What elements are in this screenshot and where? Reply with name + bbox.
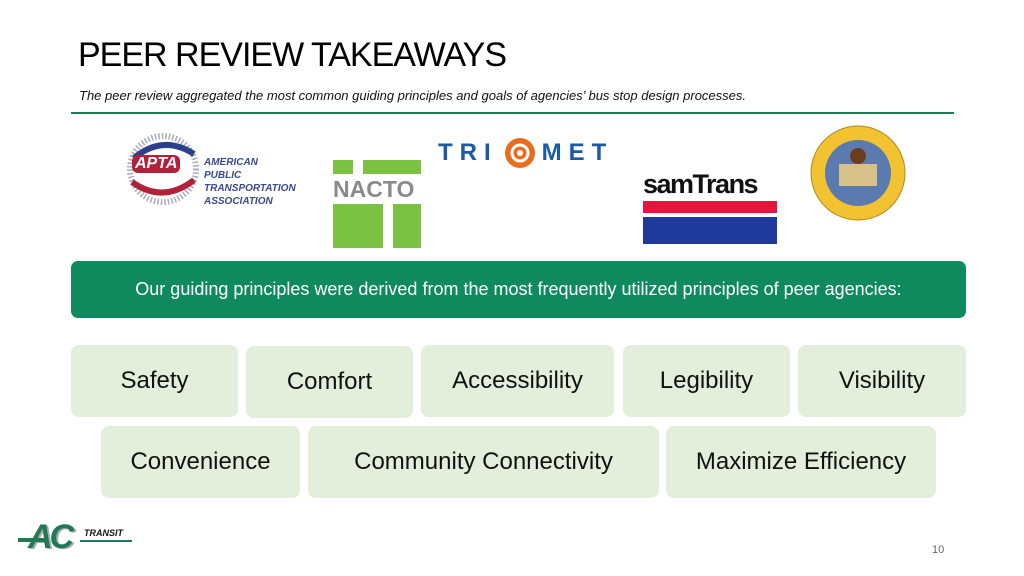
principle-safety: Safety xyxy=(71,345,238,417)
guiding-principles-banner: Our guiding principles were derived from… xyxy=(71,261,966,318)
apta-logo: APTA AMERICAN PUBLIC TRANSPORTATION ASSO… xyxy=(126,130,301,220)
principle-community-connectivity: Community Connectivity xyxy=(308,426,659,498)
page-title: PEER REVIEW TAKEAWAYS xyxy=(78,36,507,74)
principle-accessibility: Accessibility xyxy=(421,345,614,417)
samtrans-text: samTrans xyxy=(643,169,759,199)
ac-transit-logo: AC TRANSIT xyxy=(18,518,138,556)
ac-transit-text: TRANSIT xyxy=(84,528,123,538)
principle-maximize-efficiency: Maximize Efficiency xyxy=(666,426,936,498)
trimet-icon xyxy=(504,138,535,168)
samtrans-logo: samTrans xyxy=(643,170,777,244)
page-subtitle: The peer review aggregated the most comm… xyxy=(79,88,747,103)
divider xyxy=(71,112,954,114)
trimet-right: MET xyxy=(541,139,614,166)
apta-line: AMERICAN xyxy=(204,157,258,168)
apta-line: PUBLIC xyxy=(204,170,242,181)
apta-mark: APTA xyxy=(132,155,181,173)
page-number: 10 xyxy=(932,544,945,556)
trimet-left: TRI xyxy=(438,139,498,166)
trimet-logo: TRI MET xyxy=(438,137,613,169)
ac-transit-mark: AC xyxy=(28,518,74,556)
principle-legibility: Legibility xyxy=(623,345,790,417)
nacto-text: NACTO xyxy=(333,176,415,202)
principle-convenience: Convenience xyxy=(101,426,300,498)
sf-seal-logo xyxy=(809,124,907,222)
principle-visibility: Visibility xyxy=(798,345,966,417)
apta-line: ASSOCIATION xyxy=(204,196,273,207)
apta-line: TRANSPORTATION xyxy=(204,183,296,194)
principle-comfort: Comfort xyxy=(246,346,413,418)
nacto-logo: NACTO xyxy=(333,160,421,248)
